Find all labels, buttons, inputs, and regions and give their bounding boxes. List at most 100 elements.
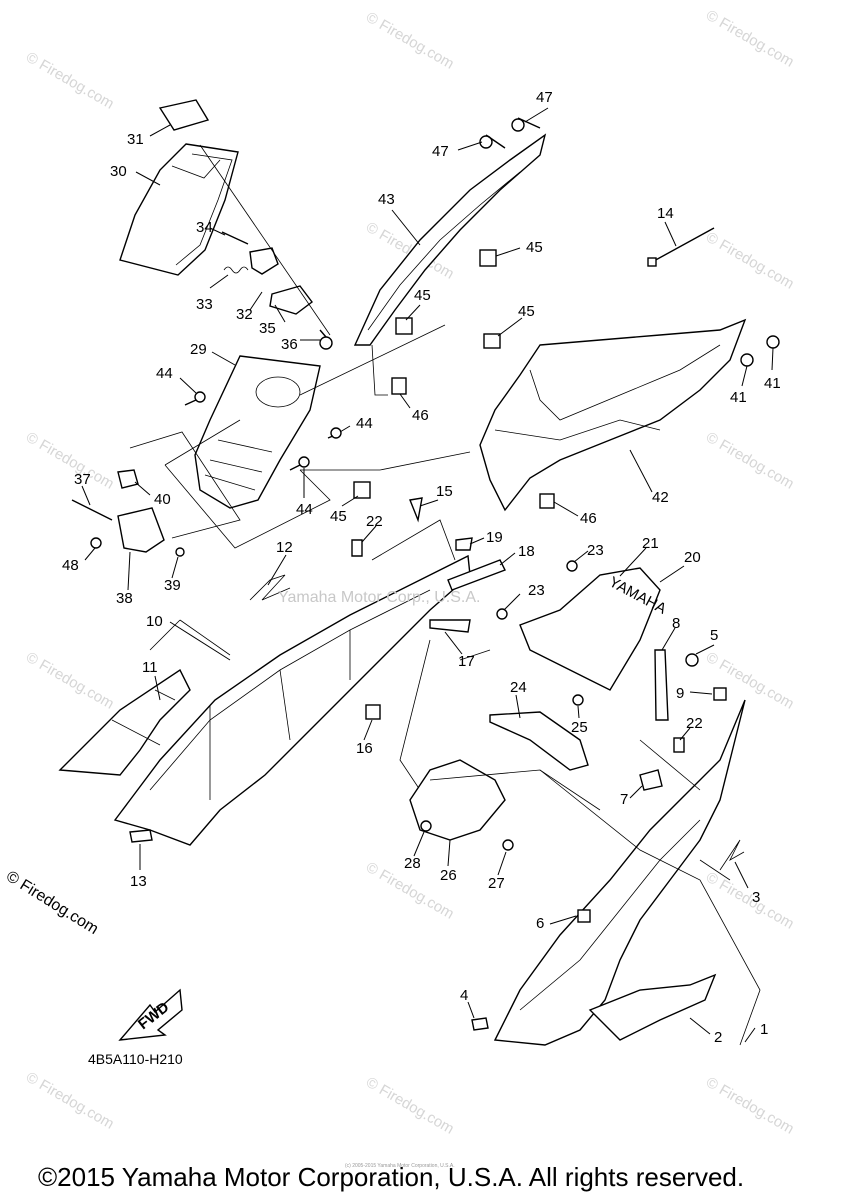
callout-numbers: 31 30 34 33 32 35 36 29 44 44 44 37 40 4… [62, 89, 781, 1046]
part-9-clip [713, 687, 727, 701]
callout-3: 3 [752, 889, 760, 906]
watermark: © Firedog.com [703, 649, 797, 713]
part-39-nut [175, 547, 185, 557]
callout-5: 5 [710, 627, 718, 644]
part-43-rail [353, 133, 547, 346]
callout-1: 1 [760, 1021, 768, 1038]
callout-47: 47 [536, 89, 553, 106]
center-watermark: Yamaha Motor Corp., U.S.A. [278, 589, 481, 606]
part-47-screw [511, 118, 525, 132]
callout-44: 44 [296, 501, 313, 518]
copyright-footer: ©2015 Yamaha Motor Corporation, U.S.A. A… [38, 1162, 745, 1192]
part-45-nut [395, 317, 413, 335]
part-33-spring [223, 266, 249, 274]
callout-7: 7 [620, 791, 628, 808]
callout-42: 42 [652, 489, 669, 506]
part-38-bracket [117, 507, 165, 553]
part-42-side-cover [479, 318, 747, 512]
part-32-bracket [249, 247, 279, 275]
part-41-screw [766, 335, 780, 349]
part-2-decal [588, 973, 717, 1041]
callout-6: 6 [536, 915, 544, 932]
part-27-screw [502, 839, 514, 851]
part-20-panel [519, 567, 661, 691]
callout-46: 46 [412, 407, 429, 424]
callout-23: 23 [587, 542, 604, 559]
part-29-meter-housing [194, 355, 321, 509]
part-17-strip [429, 619, 471, 633]
callout-32: 32 [236, 306, 253, 323]
lower-cover-assembly [471, 649, 761, 1046]
part-15-screw [409, 497, 423, 523]
callout-33: 33 [196, 296, 213, 313]
part-47-screw [479, 135, 493, 149]
part-46-nut [539, 493, 555, 509]
part-23-screw [566, 560, 578, 572]
callout-44: 44 [156, 365, 173, 382]
callout-34: 34 [196, 219, 213, 236]
part-44-screw [298, 456, 310, 468]
part-7-piece [639, 769, 663, 791]
callout-22: 22 [686, 715, 703, 732]
callout-18: 18 [518, 543, 535, 560]
watermark: © Firedog.com [23, 1069, 117, 1133]
part-14-cable-tie [651, 227, 715, 263]
callout-41: 41 [730, 389, 747, 406]
callout-38: 38 [116, 590, 133, 607]
callout-19: 19 [486, 529, 503, 546]
bracket-assembly [71, 431, 241, 557]
watermark: © Firedog.com [23, 49, 117, 113]
callout-21: 21 [642, 535, 659, 552]
part-30-screen [119, 143, 239, 276]
callout-15: 15 [436, 483, 453, 500]
reference-code: 4B5A110-H210 [88, 1051, 183, 1067]
callout-12: 12 [276, 539, 293, 556]
callout-22: 22 [366, 513, 383, 530]
part-23-screw [496, 608, 508, 620]
callout-47: 47 [432, 143, 449, 160]
watermark: © Firedog.com [703, 1074, 797, 1138]
callout-17: 17 [458, 653, 475, 670]
part-18-strip [447, 559, 506, 591]
part-22-clip [673, 737, 685, 753]
part-10-side-cover [113, 554, 471, 846]
watermark: © Firedog.com [703, 229, 797, 293]
part-48-screw [90, 537, 102, 549]
part-11-decal [58, 668, 191, 776]
callout-41: 41 [764, 375, 781, 392]
meter-cover-assembly [119, 99, 446, 549]
part-3-decal [719, 839, 745, 871]
watermark: © Firedog.com [363, 9, 457, 73]
part-13-clip [129, 829, 153, 843]
callout-16: 16 [356, 740, 373, 757]
callout-27: 27 [488, 875, 505, 892]
side-cover-upper [300, 227, 780, 512]
watermark: © Firedog.com [23, 429, 117, 493]
callout-31: 31 [127, 131, 144, 148]
watermark: © Firedog.com [23, 649, 117, 713]
part-8-strip [654, 649, 669, 721]
part-5-screw [685, 653, 699, 667]
callout-35: 35 [259, 320, 276, 337]
watermark: © Firedog.com [703, 7, 797, 71]
callout-39: 39 [164, 577, 181, 594]
center-panel-assembly: YAMAHA [409, 560, 669, 851]
part-41-screw [740, 353, 754, 367]
part-45-nut [479, 249, 497, 267]
tiny-copyright-note: (c) 2005-2015 Yamaha Motor Corporation, … [345, 1163, 455, 1169]
part-16-clip [365, 704, 381, 720]
part-22-clip [351, 539, 363, 557]
callout-45: 45 [414, 287, 431, 304]
callout-8: 8 [672, 615, 680, 632]
callout-28: 28 [404, 855, 421, 872]
callout-11: 11 [142, 659, 158, 676]
callout-44: 44 [356, 415, 373, 432]
callout-43: 43 [378, 191, 395, 208]
part-1-lower-cover [493, 699, 746, 1046]
callout-23: 23 [528, 582, 545, 599]
watermark: © Firedog.com [703, 869, 797, 933]
callout-30: 30 [110, 163, 127, 180]
watermark: © Firedog.com [703, 429, 797, 493]
callout-46: 46 [580, 510, 597, 527]
